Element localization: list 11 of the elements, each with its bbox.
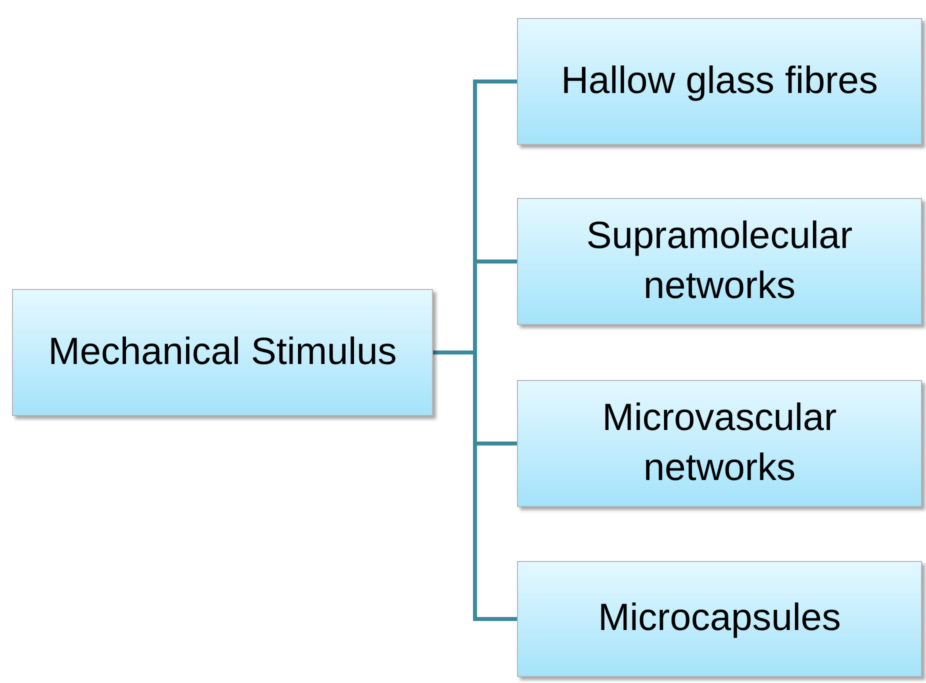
connector-line (433, 350, 517, 621)
process-box (517, 561, 922, 677)
box-label: Supramolecular networks (585, 214, 854, 308)
process-box (517, 380, 922, 507)
box-label: Microcapsules (598, 596, 841, 642)
box-label: Hallow glass fibres (561, 58, 878, 104)
box-label: Mechanical Stimulus (48, 330, 397, 375)
process-box (517, 18, 922, 145)
process-box (517, 198, 922, 325)
process-box (12, 289, 433, 416)
box-label: Microvascular networks (601, 396, 838, 490)
